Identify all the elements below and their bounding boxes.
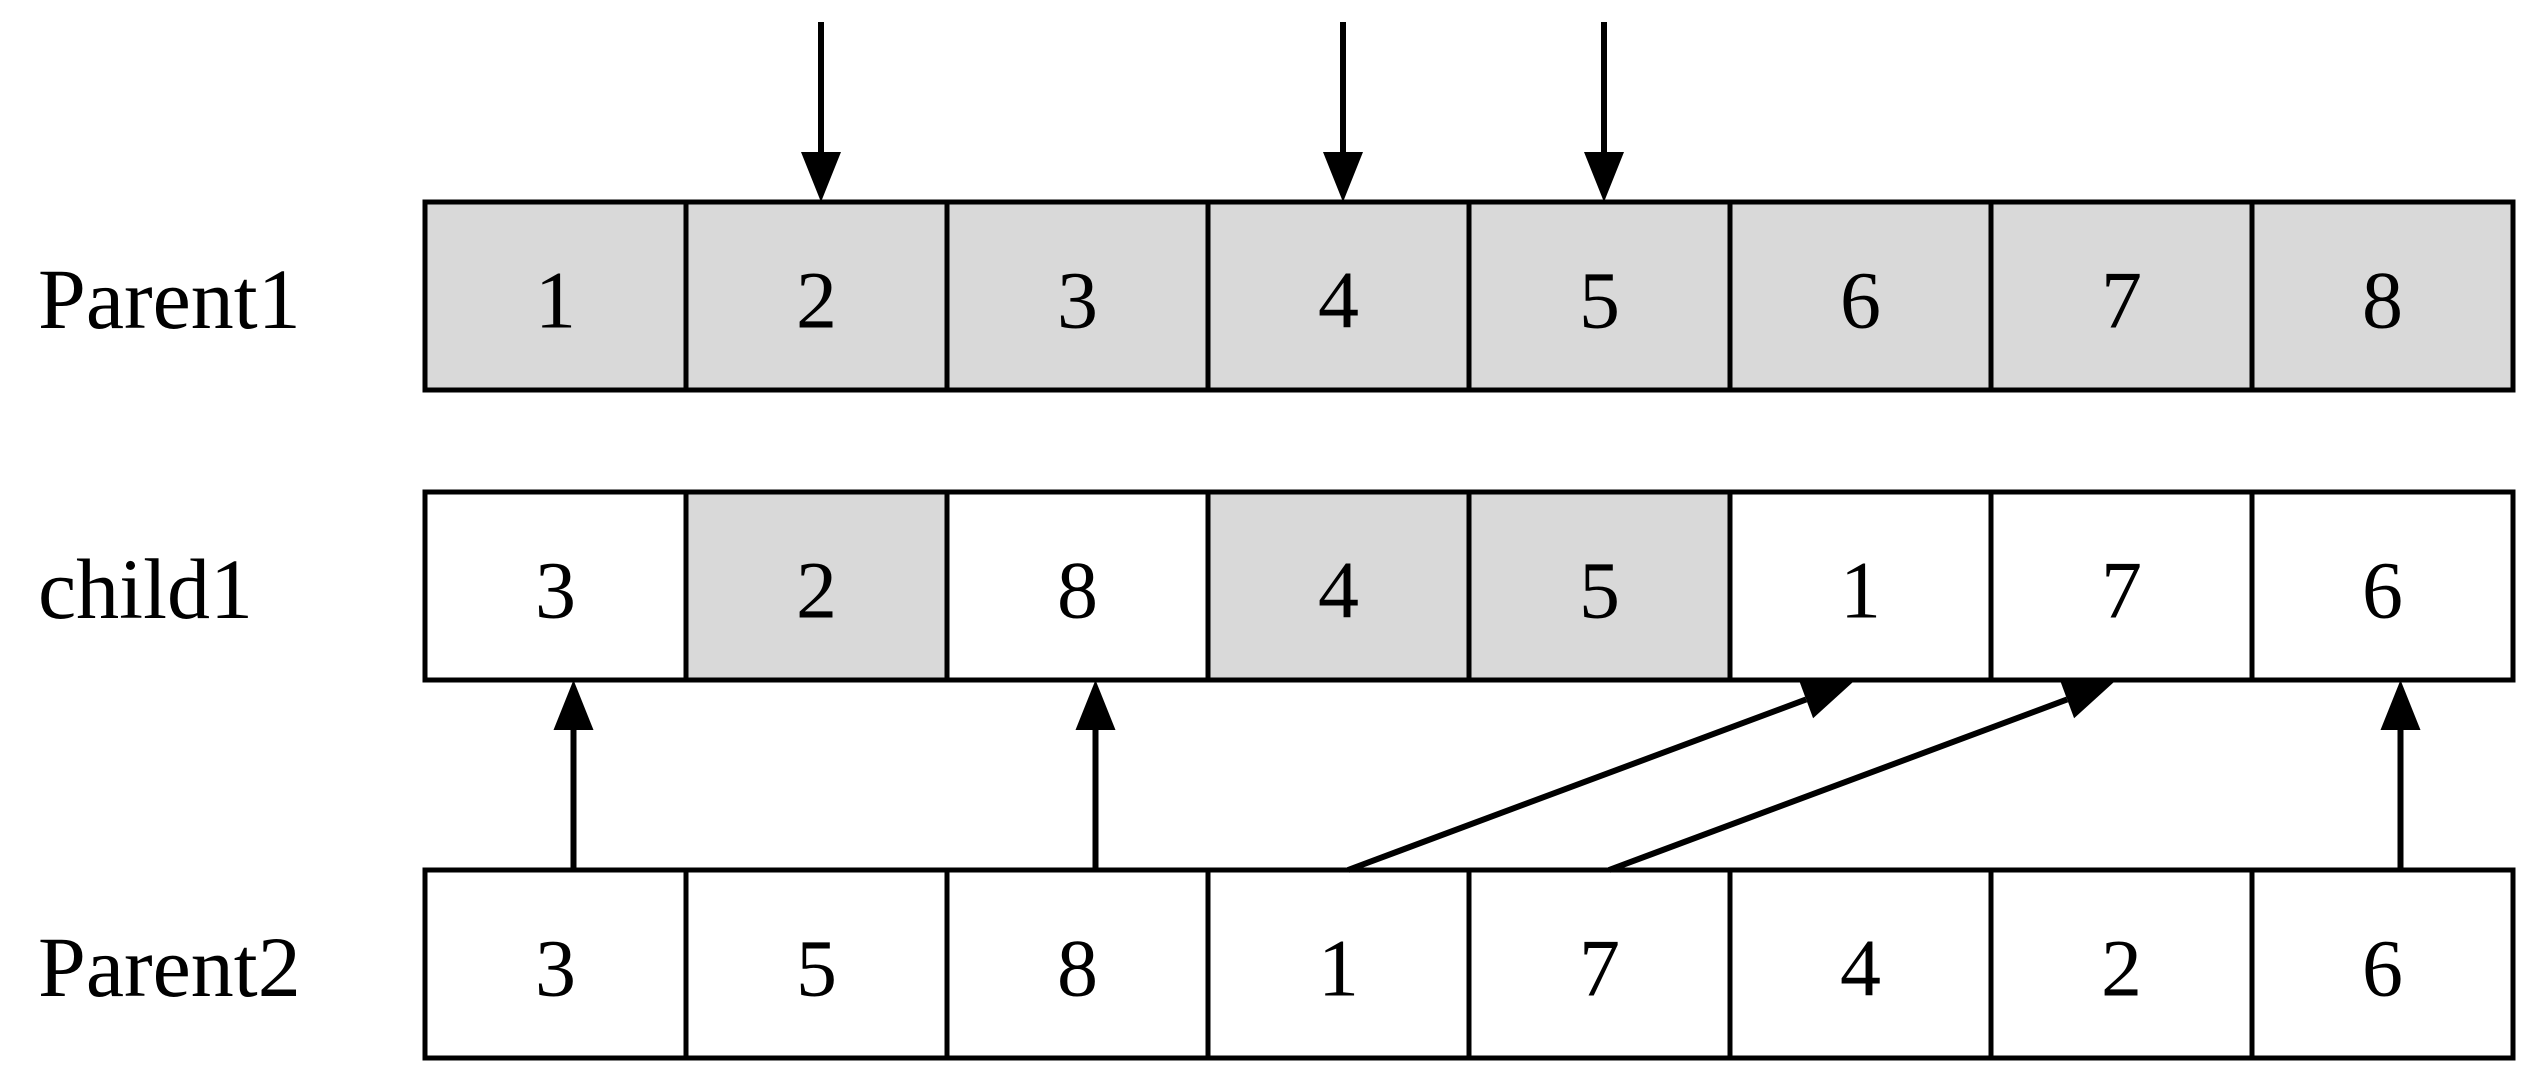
selection-marker-arrow-2	[1323, 22, 1363, 202]
gene-cell-parent2-4	[1205, 867, 1472, 1061]
gene-value-parent2-4: 1	[1318, 923, 1359, 1014]
gene-value-parent1-4: 4	[1318, 255, 1359, 346]
transfer-arrow-5	[2380, 680, 2421, 870]
gene-value-parent2-7: 2	[2101, 923, 2142, 1014]
gene-value-child1-8: 6	[2362, 545, 2403, 636]
gene-value-child1-7: 7	[2101, 545, 2142, 636]
transfer-arrow-2	[1075, 680, 1116, 870]
gene-cell-parent2-2	[683, 867, 950, 1061]
gene-value-child1-4: 4	[1318, 545, 1359, 636]
selection-marker-arrow-1-head	[801, 152, 841, 202]
gene-cell-child1-6	[1727, 489, 1994, 683]
gene-cell-parent1-2	[683, 199, 950, 393]
gene-cell-parent1-1	[422, 199, 689, 393]
gene-value-parent1-8: 8	[2362, 255, 2403, 346]
gene-value-parent1-3: 3	[1057, 255, 1098, 346]
gene-cell-parent1-5	[1466, 199, 1733, 393]
gene-value-child1-6: 1	[1840, 545, 1881, 636]
gene-value-parent1-6: 6	[1840, 255, 1881, 346]
gene-cell-child1-8	[2249, 489, 2516, 683]
gene-value-parent2-1: 3	[535, 923, 576, 1014]
gene-value-parent1-7: 7	[2101, 255, 2142, 346]
gene-cell-parent1-6	[1727, 199, 1994, 393]
gene-value-parent2-3: 8	[1057, 923, 1098, 1014]
gene-cell-parent1-8	[2249, 199, 2516, 393]
gene-value-parent1-1: 1	[535, 255, 576, 346]
gene-cell-child1-5	[1466, 489, 1733, 683]
transfer-arrow-4	[1607, 680, 2114, 873]
gene-cell-parent2-7	[1988, 867, 2255, 1061]
gene-cell-parent1-3	[944, 199, 1211, 393]
transfer-arrow-3	[1346, 680, 1853, 873]
transfer-arrow-4-head	[2060, 680, 2114, 719]
gene-cell-parent1-7	[1988, 199, 2255, 393]
gene-value-parent2-5: 7	[1579, 923, 1620, 1014]
row-child1: 3 2 8 4 5 1 7 6	[422, 489, 2516, 683]
selection-marker-arrow-3-head	[1584, 152, 1624, 202]
transfer-arrow-3-shaft	[1346, 696, 1808, 873]
gene-value-parent2-8: 6	[2362, 923, 2403, 1014]
selection-marker-arrow-3	[1584, 22, 1624, 202]
gene-cell-parent2-5	[1466, 867, 1733, 1061]
gene-cell-parent2-3	[944, 867, 1211, 1061]
gene-cell-parent2-8	[2249, 867, 2516, 1061]
gene-value-child1-2: 2	[796, 545, 837, 636]
gene-cell-parent2-1	[422, 867, 689, 1061]
row-label-child1: child1	[38, 541, 253, 637]
gene-cell-child1-1	[422, 489, 689, 683]
gene-value-parent2-6: 4	[1840, 923, 1881, 1014]
transfer-arrow-2-head	[1075, 680, 1116, 730]
row-label-parent2: Parent2	[38, 919, 301, 1015]
selection-marker-arrow-2-head	[1323, 152, 1363, 202]
row-parent2: 3 5 8 1 7 4 2 6	[422, 867, 2516, 1061]
transfer-arrow-1	[553, 680, 594, 870]
gene-value-parent1-2: 2	[796, 255, 837, 346]
transfer-arrow-5-head	[2380, 680, 2421, 730]
transfer-arrow-1-head	[553, 680, 594, 730]
gene-value-child1-1: 3	[535, 545, 576, 636]
gene-value-child1-3: 8	[1057, 545, 1098, 636]
row-parent1: 1 2 3 4 5 6 7 8	[422, 199, 2516, 393]
arrows	[553, 22, 2421, 873]
transfer-arrow-3-head	[1799, 680, 1853, 719]
gene-value-parent2-2: 5	[796, 923, 837, 1014]
gene-cell-child1-2	[683, 489, 950, 683]
gene-cells: 1 2 3 4 5 6 7 8 3 2 8 4 5 1 7 6 3 5 8 1 7 4 2 6	[422, 199, 2516, 1061]
row-label-parent1: Parent1	[38, 251, 301, 347]
gene-cell-child1-4	[1205, 489, 1472, 683]
gene-value-child1-5: 5	[1579, 545, 1620, 636]
gene-value-parent1-5: 5	[1579, 255, 1620, 346]
selection-marker-arrow-1	[801, 22, 841, 202]
transfer-arrow-4-shaft	[1607, 696, 2069, 873]
gene-cell-parent2-6	[1727, 867, 1994, 1061]
